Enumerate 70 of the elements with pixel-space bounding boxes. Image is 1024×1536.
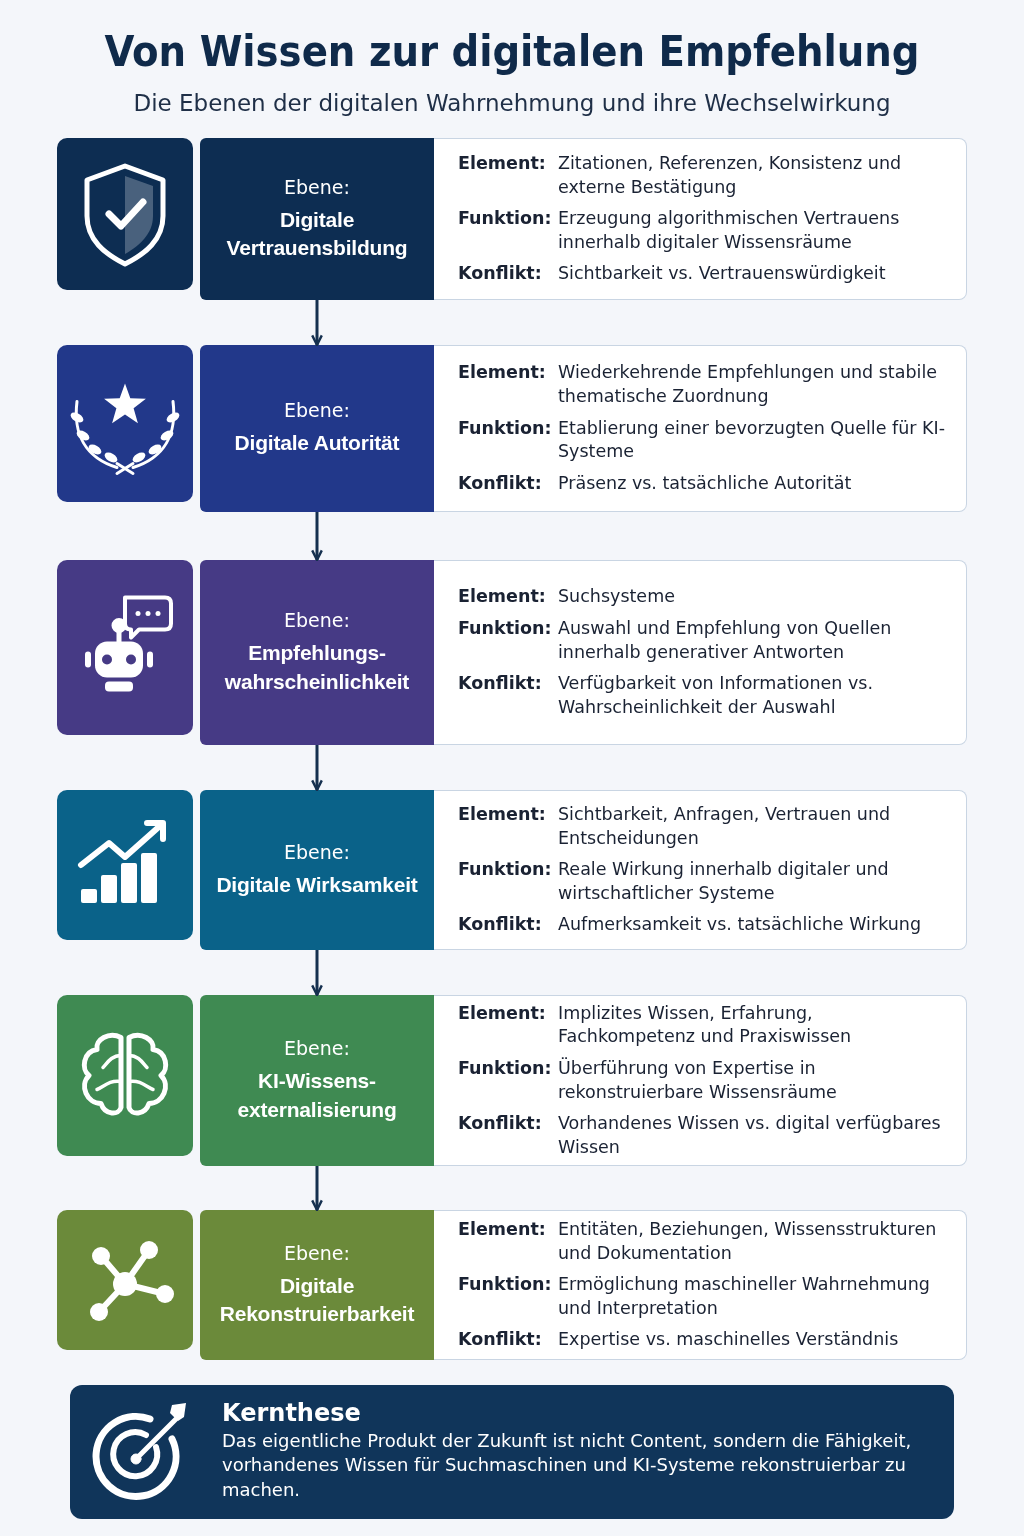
- layer-caption: Ebene:: [284, 609, 350, 632]
- layer-caption: Ebene:: [284, 1037, 350, 1060]
- detail-panel: [434, 138, 967, 300]
- field-value: Vorhandenes Wissen vs. digital verfügbares Wissen: [558, 1112, 942, 1159]
- detail-panel: [434, 1210, 967, 1360]
- layer-box: [200, 1210, 434, 1360]
- field-value: Auswahl und Empfehlung von Quellen innerhalb generativer Antworten: [558, 617, 893, 664]
- field-label: Konflikt:: [458, 1112, 543, 1136]
- arrow: [311, 512, 323, 562]
- subtitle: Die Ebenen der digitalen Wahrnehmung und ihre Wechselwirkung: [132, 90, 892, 116]
- layer-title: Digitale Wirksamkeit: [215, 871, 419, 898]
- field-label: Funktion:: [458, 416, 553, 440]
- field-value: Zitationen, Referenzen, Konsistenz und externe Bestätigung: [558, 151, 903, 199]
- field-label: Funktion:: [458, 617, 553, 641]
- field-value: Implizites Wissen, Erfahrung, Fachkompetenz und Praxiswissen: [558, 1001, 853, 1049]
- field-label: Konflikt:: [458, 262, 543, 286]
- field-label: Element:: [458, 151, 547, 175]
- field-label: Funktion:: [458, 207, 553, 231]
- field-value: Überführung von Expertise in rekonstruierbare Wissensräume: [558, 1056, 838, 1104]
- arrow: [311, 1166, 323, 1212]
- field-value: Entitäten, Beziehungen, Wissensstrukturen und Dokumentation: [558, 1217, 938, 1265]
- field-value: Expertise vs. maschinelles Verständnis: [558, 1328, 900, 1352]
- thesis-banner: [70, 1385, 954, 1519]
- layer-title: KI-Wissens- externalisierung: [236, 1068, 398, 1123]
- field-label: Funktion:: [458, 1056, 553, 1080]
- field-value: Ermöglichung maschineller Wahrnehmung und Interpretation: [558, 1273, 931, 1320]
- field-label: Element:: [458, 802, 547, 826]
- field-value: Aufmerksamkeit vs. tatsächliche Wirkung: [558, 913, 923, 937]
- layer-title: Digitale Vertrauensbildung: [225, 206, 409, 261]
- detail-panel: [434, 345, 967, 512]
- layer-box: [200, 790, 434, 950]
- field-value: Wiederkehrende Empfehlungen und stabile thematische Zuordnung: [558, 361, 939, 409]
- field-label: Konflikt:: [458, 471, 543, 495]
- layer-caption: Ebene:: [284, 175, 350, 198]
- field-value: Sichtbarkeit, Anfragen, Vertrauen und Entscheidungen: [558, 802, 892, 850]
- field-value: Sichtbarkeit vs. Vertrauenswürdigkeit: [558, 262, 887, 286]
- thesis-heading: Kernthese: [222, 1399, 362, 1427]
- detail-panel: [434, 790, 967, 950]
- layer-box: [200, 560, 434, 745]
- field-label: Element:: [458, 361, 547, 385]
- arrow: [311, 300, 323, 347]
- arrow: [311, 745, 323, 792]
- arrow: [311, 950, 323, 997]
- field-value: Suchsysteme: [558, 585, 676, 609]
- field-label: Konflikt:: [458, 672, 543, 696]
- field-label: Konflikt:: [458, 1328, 543, 1352]
- layer-caption: Ebene:: [284, 1241, 350, 1264]
- thesis-text: Das eigentliche Produkt der Zukunft ist nicht Content, sondern die Fähigkeit, vorhandenes Wissen für Suchmaschinen und KI-Systeme rekonstruierbar zu machen.: [222, 1429, 913, 1502]
- title: Von Wissen zur digitalen Empfehlung: [103, 26, 921, 76]
- field-value: Etablierung einer bevorzugten Quelle für KI-Systeme: [558, 416, 946, 464]
- layer-box: [200, 345, 434, 512]
- detail-panel: [434, 995, 967, 1166]
- layer-title: Digitale Autorität: [233, 430, 401, 457]
- layer-box: [200, 138, 434, 300]
- field-label: Funktion:: [458, 1273, 553, 1297]
- field-label: Konflikt:: [458, 913, 543, 937]
- detail-panel: [434, 560, 967, 745]
- field-value: Verfügbarkeit von Informationen vs. Wahrscheinlichkeit der Auswahl: [558, 672, 874, 719]
- layer-box: [200, 995, 434, 1166]
- layer-caption: Ebene:: [284, 399, 350, 422]
- layer-title: Empfehlungs- wahrscheinlichkeit: [223, 640, 411, 695]
- layer-caption: Ebene:: [284, 840, 350, 863]
- field-value: Reale Wirkung innerhalb digitaler und wirtschaftlicher Systeme: [558, 858, 890, 905]
- field-label: Element:: [458, 1001, 547, 1025]
- layer-title: Digitale Rekonstruierbarkeit: [218, 1272, 416, 1327]
- field-label: Element:: [458, 585, 547, 609]
- field-label: Element:: [458, 1217, 547, 1241]
- field-label: Funktion:: [458, 858, 553, 882]
- field-value: Erzeugung algorithmischen Vertrauens innerhalb digitaler Wissensräume: [558, 207, 901, 254]
- field-value: Präsenz vs. tatsächliche Autorität: [558, 471, 853, 495]
